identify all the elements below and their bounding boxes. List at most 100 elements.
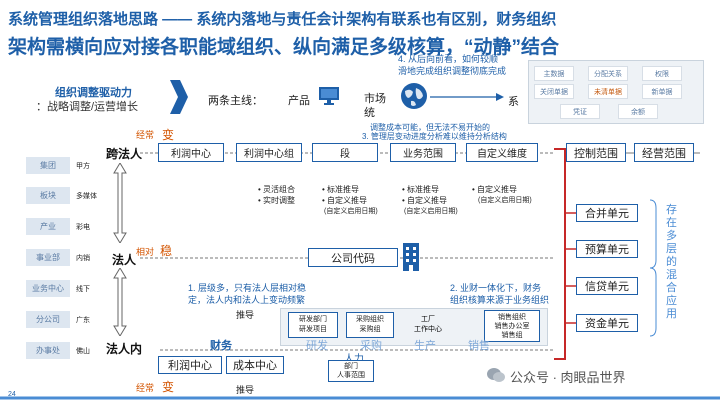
func-box-rd: 研发部门 研发项目 [288, 312, 338, 338]
bullet-c2: • 自定义推导 [322, 196, 368, 205]
bullet-c3: (自定义启用日期) [404, 208, 458, 215]
domain-sales-label: 销售 [468, 340, 490, 352]
hr-title: 人力 [334, 350, 374, 365]
consolidation-unit-box: 合并单元 [576, 204, 638, 222]
market-label: 市场 [364, 93, 386, 105]
mgmt-cell: 新单据 [642, 84, 682, 99]
note-1-line2: 定，法人内和法人上变动频繁 [188, 295, 306, 305]
level-cross-legal: 跨法人 [106, 147, 143, 161]
side-label: 广东 [76, 317, 90, 324]
stable-label: 稳 [160, 244, 173, 258]
mgmt-cell: 权限 [642, 66, 682, 81]
bullet-c3: • 标准推导 [402, 185, 440, 194]
title-line-2: 架构需横向应对接各职能域组织、纵向满足多级核算，“动静”结合 [8, 37, 560, 58]
mgmt-cell: 主数据 [534, 66, 574, 81]
hr-box: 部门 人事范围 [328, 360, 374, 382]
note-2-line1: 2. 业财一体化下，财务 [450, 283, 542, 293]
bullet-c4: • 自定义推导 [472, 185, 518, 194]
derive-top-label: 推导 [236, 310, 255, 320]
domain-rd-label: 研发 [306, 340, 328, 352]
system-label: 系 [508, 96, 519, 108]
derive-bottom-label: 推导 [236, 385, 255, 395]
right-brace [649, 199, 657, 337]
overlap-note-b: 3. 管理层变动进度分析难以维持分析结构 [362, 132, 507, 141]
cross-box-profit-center: 利润中心 [158, 143, 224, 162]
note-1-line1: 1. 层级多，只有法人层相对稳 [188, 283, 307, 293]
side-label: 内销 [76, 255, 90, 262]
func-box-plant-line2: 工作中心 [414, 326, 442, 333]
side-label: 彩电 [76, 224, 90, 231]
note-2-line2: 组织核算来源于业务组织 [450, 295, 550, 305]
bullet-c1: • 灵活组合 [258, 185, 296, 194]
func-box-sales-line1: 销售组织 [498, 313, 526, 321]
arrow-right-icon [430, 93, 504, 101]
domain-production-label: 生产 [414, 340, 436, 352]
finance-domain-label: 财务 [210, 340, 232, 352]
hr-box-line1: 部门 [344, 363, 358, 370]
relative-label: 相对 [136, 247, 155, 257]
bottom-box-profit-center: 利润中心 [158, 356, 222, 374]
right-bracket [554, 148, 566, 360]
often-label-top: 经常 [136, 130, 155, 140]
side-label: 甲方 [76, 163, 90, 170]
func-box-sales-line3: 销售组 [501, 331, 523, 339]
fund-unit-box: 资金单元 [576, 314, 638, 332]
func-box-purchase-line1: 采购组织 [356, 316, 384, 323]
globe-icon [401, 83, 427, 109]
side-label: 佛山 [76, 348, 90, 355]
control-area-box: 控制范围 [566, 143, 626, 162]
company-code-box: 公司代码 [308, 248, 398, 267]
bullet-c2: • 标准推导 [322, 185, 360, 194]
cross-box-segment: 段 [312, 143, 378, 162]
mgmt-cell: 分配关系 [588, 66, 628, 81]
wechat-icon [487, 368, 505, 382]
mgmt-cell: 关闭单据 [534, 84, 574, 99]
title-line-1: 系统管理组织落地思路 —— 系统内落地与责任会计架构有联系也有区别，财务组织 [8, 11, 557, 28]
often-label-bottom: 经常 [136, 383, 155, 393]
mgmt-cell: 未清单据 [588, 84, 628, 99]
cross-box-profit-center-group: 利润中心组 [236, 143, 302, 162]
side-tag: 集团 [26, 157, 70, 174]
func-box-rd-line2: 研发项目 [299, 326, 327, 333]
mgmt-cell: 凭证 [560, 104, 600, 119]
market-label-2: 统 [364, 107, 375, 119]
hr-box-line2: 人事范围 [337, 372, 365, 379]
credit-unit-box: 信贷单元 [576, 277, 638, 295]
change-label-top: 变 [162, 128, 175, 142]
up-down-arrow-icon [113, 268, 127, 336]
main-lines-label: 两条主线： [208, 95, 263, 107]
building-icon [403, 243, 419, 271]
func-box-sales-line2: 销售办公室 [494, 322, 530, 330]
mgmt-cell: 余额 [618, 104, 658, 119]
chevron-right-icon [170, 80, 188, 114]
top-note-line1: 4. 从后向前看，如何较顺 [398, 54, 499, 64]
func-box-plant: 工厂 工作中心 [410, 315, 446, 335]
top-note-line2: 滑地完成组织调整彻底完成 [398, 66, 507, 76]
side-label: 多媒体 [76, 193, 97, 200]
bottom-box-cost-center: 成本中心 [226, 356, 284, 374]
cross-box-business-area: 业务范围 [390, 143, 456, 162]
overlap-note-a: 调整成本可能，但无法不易开始的 [370, 123, 490, 132]
side-tag: 分公司 [26, 311, 70, 328]
func-box-purchase: 采购组织 采购组 [346, 312, 394, 338]
up-down-arrow-icon [113, 163, 127, 243]
change-label-bottom: 变 [162, 380, 175, 394]
func-box-purchase-line2: 采购组 [359, 326, 381, 333]
mixed-use-vertical-text: 存在多层的混合应用 [666, 204, 677, 320]
domain-purchase-label: 采购 [360, 340, 382, 352]
side-tag: 业务中心 [26, 280, 70, 297]
func-box-plant-line1: 工厂 [421, 316, 435, 323]
bullet-c4: (自定义启用日期) [478, 197, 532, 204]
watermark-text: 公众号 · 肉眼品世界 [510, 370, 626, 385]
product-label: 产品 [288, 95, 310, 107]
driver-title: 组织调整驱动力 [55, 87, 132, 99]
budget-unit-box: 预算单元 [576, 240, 638, 258]
side-label: 线下 [76, 286, 90, 293]
operating-area-box: 经营范围 [634, 143, 694, 162]
func-box-rd-line1: 研发部门 [299, 316, 327, 323]
level-legal: 法人 [112, 253, 137, 267]
monitor-icon [319, 87, 339, 105]
cross-box-custom-dimension: 自定义维度 [466, 143, 538, 162]
side-tag: 办事处 [26, 342, 70, 359]
side-tag: 产业 [26, 218, 70, 235]
